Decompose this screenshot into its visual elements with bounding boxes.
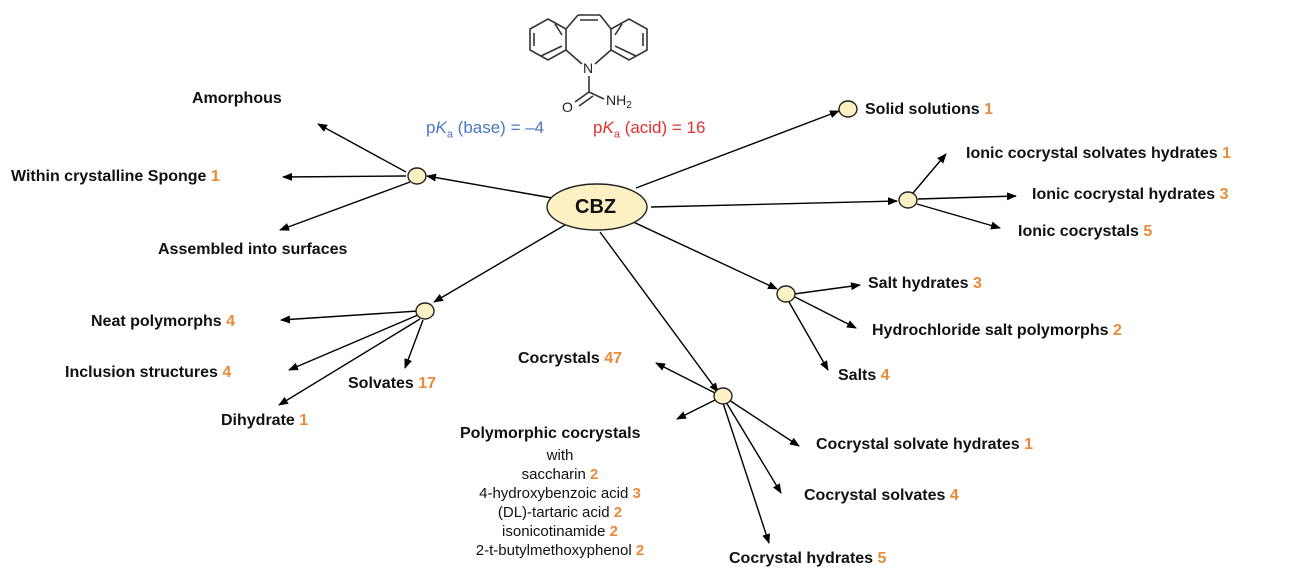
label-cocrystal-solvate-hydrates: Cocrystal solvate hydrates 1	[816, 436, 1033, 453]
diagram-edges	[278, 110, 1017, 544]
polymorphic-list: with saccharin 2 4-hydroxybenzoic acid 3…	[440, 446, 680, 560]
molecule-o-atom: O	[562, 99, 573, 115]
label-neat-polymorphs: Neat polymorphs 4	[91, 313, 236, 330]
polymorphic-item: 4-hydroxybenzoic acid 3	[479, 485, 641, 502]
label-crystalline-sponge: Within crystalline Sponge 1	[11, 168, 220, 185]
label-solid-solutions: Solid solutions 1	[865, 101, 994, 118]
node-form	[407, 167, 427, 185]
label-salt-hydrates: Salt hydrates 3	[868, 275, 982, 292]
node-polymorph	[415, 302, 435, 320]
label-amorphous: Amorphous	[192, 90, 282, 107]
label-ionic-solvates-hydrates: Ionic cocrystal solvates hydrates 1	[966, 145, 1232, 162]
label-assembled-surfaces: Assembled into surfaces	[158, 241, 348, 258]
polymorphic-item: (DL)-tartaric acid 2	[497, 504, 623, 521]
label-cocrystals: Cocrystals 47	[518, 350, 623, 367]
pka-acid: pKa (acid) = 16	[593, 118, 706, 141]
node-salt	[776, 285, 796, 303]
label-ionic-cocrystals: Ionic cocrystals 5	[1018, 223, 1153, 240]
label-hcl-salt-polymorphs: Hydrochloride salt polymorphs 2	[872, 322, 1122, 339]
polymorphic-item: saccharin 2	[521, 466, 599, 483]
molecule-nh2-atom: NH2	[606, 92, 632, 111]
molecule-structure	[529, 14, 648, 107]
node-ionic	[898, 191, 918, 209]
node-cocrystal	[713, 387, 733, 405]
label-dihydrate: Dihydrate 1	[221, 412, 309, 429]
polymorphic-with: with	[546, 447, 574, 464]
label-salts: Salts 4	[838, 367, 890, 384]
node-solid-solution	[838, 100, 858, 118]
polymorphic-item: 2-t-butylmethoxyphenol 2	[475, 542, 645, 559]
label-polymorphic-cocrystals: Polymorphic cocrystals	[460, 425, 641, 442]
molecule-n-atom: N	[583, 60, 593, 76]
label-cocrystal-hydrates: Cocrystal hydrates 5	[729, 550, 887, 567]
center-node	[546, 183, 648, 231]
label-cocrystal-solvates: Cocrystal solvates 4	[804, 487, 959, 504]
center-label: CBZ	[575, 196, 617, 218]
label-inclusion-structures: Inclusion structures 4	[65, 364, 232, 381]
label-ionic-hydrates: Ionic cocrystal hydrates 3	[1032, 186, 1229, 203]
polymorphic-item: isonicotinamide 2	[502, 523, 618, 540]
label-solvates: Solvates 17	[348, 375, 437, 392]
pka-base: pKa (base) = –4	[426, 118, 545, 141]
